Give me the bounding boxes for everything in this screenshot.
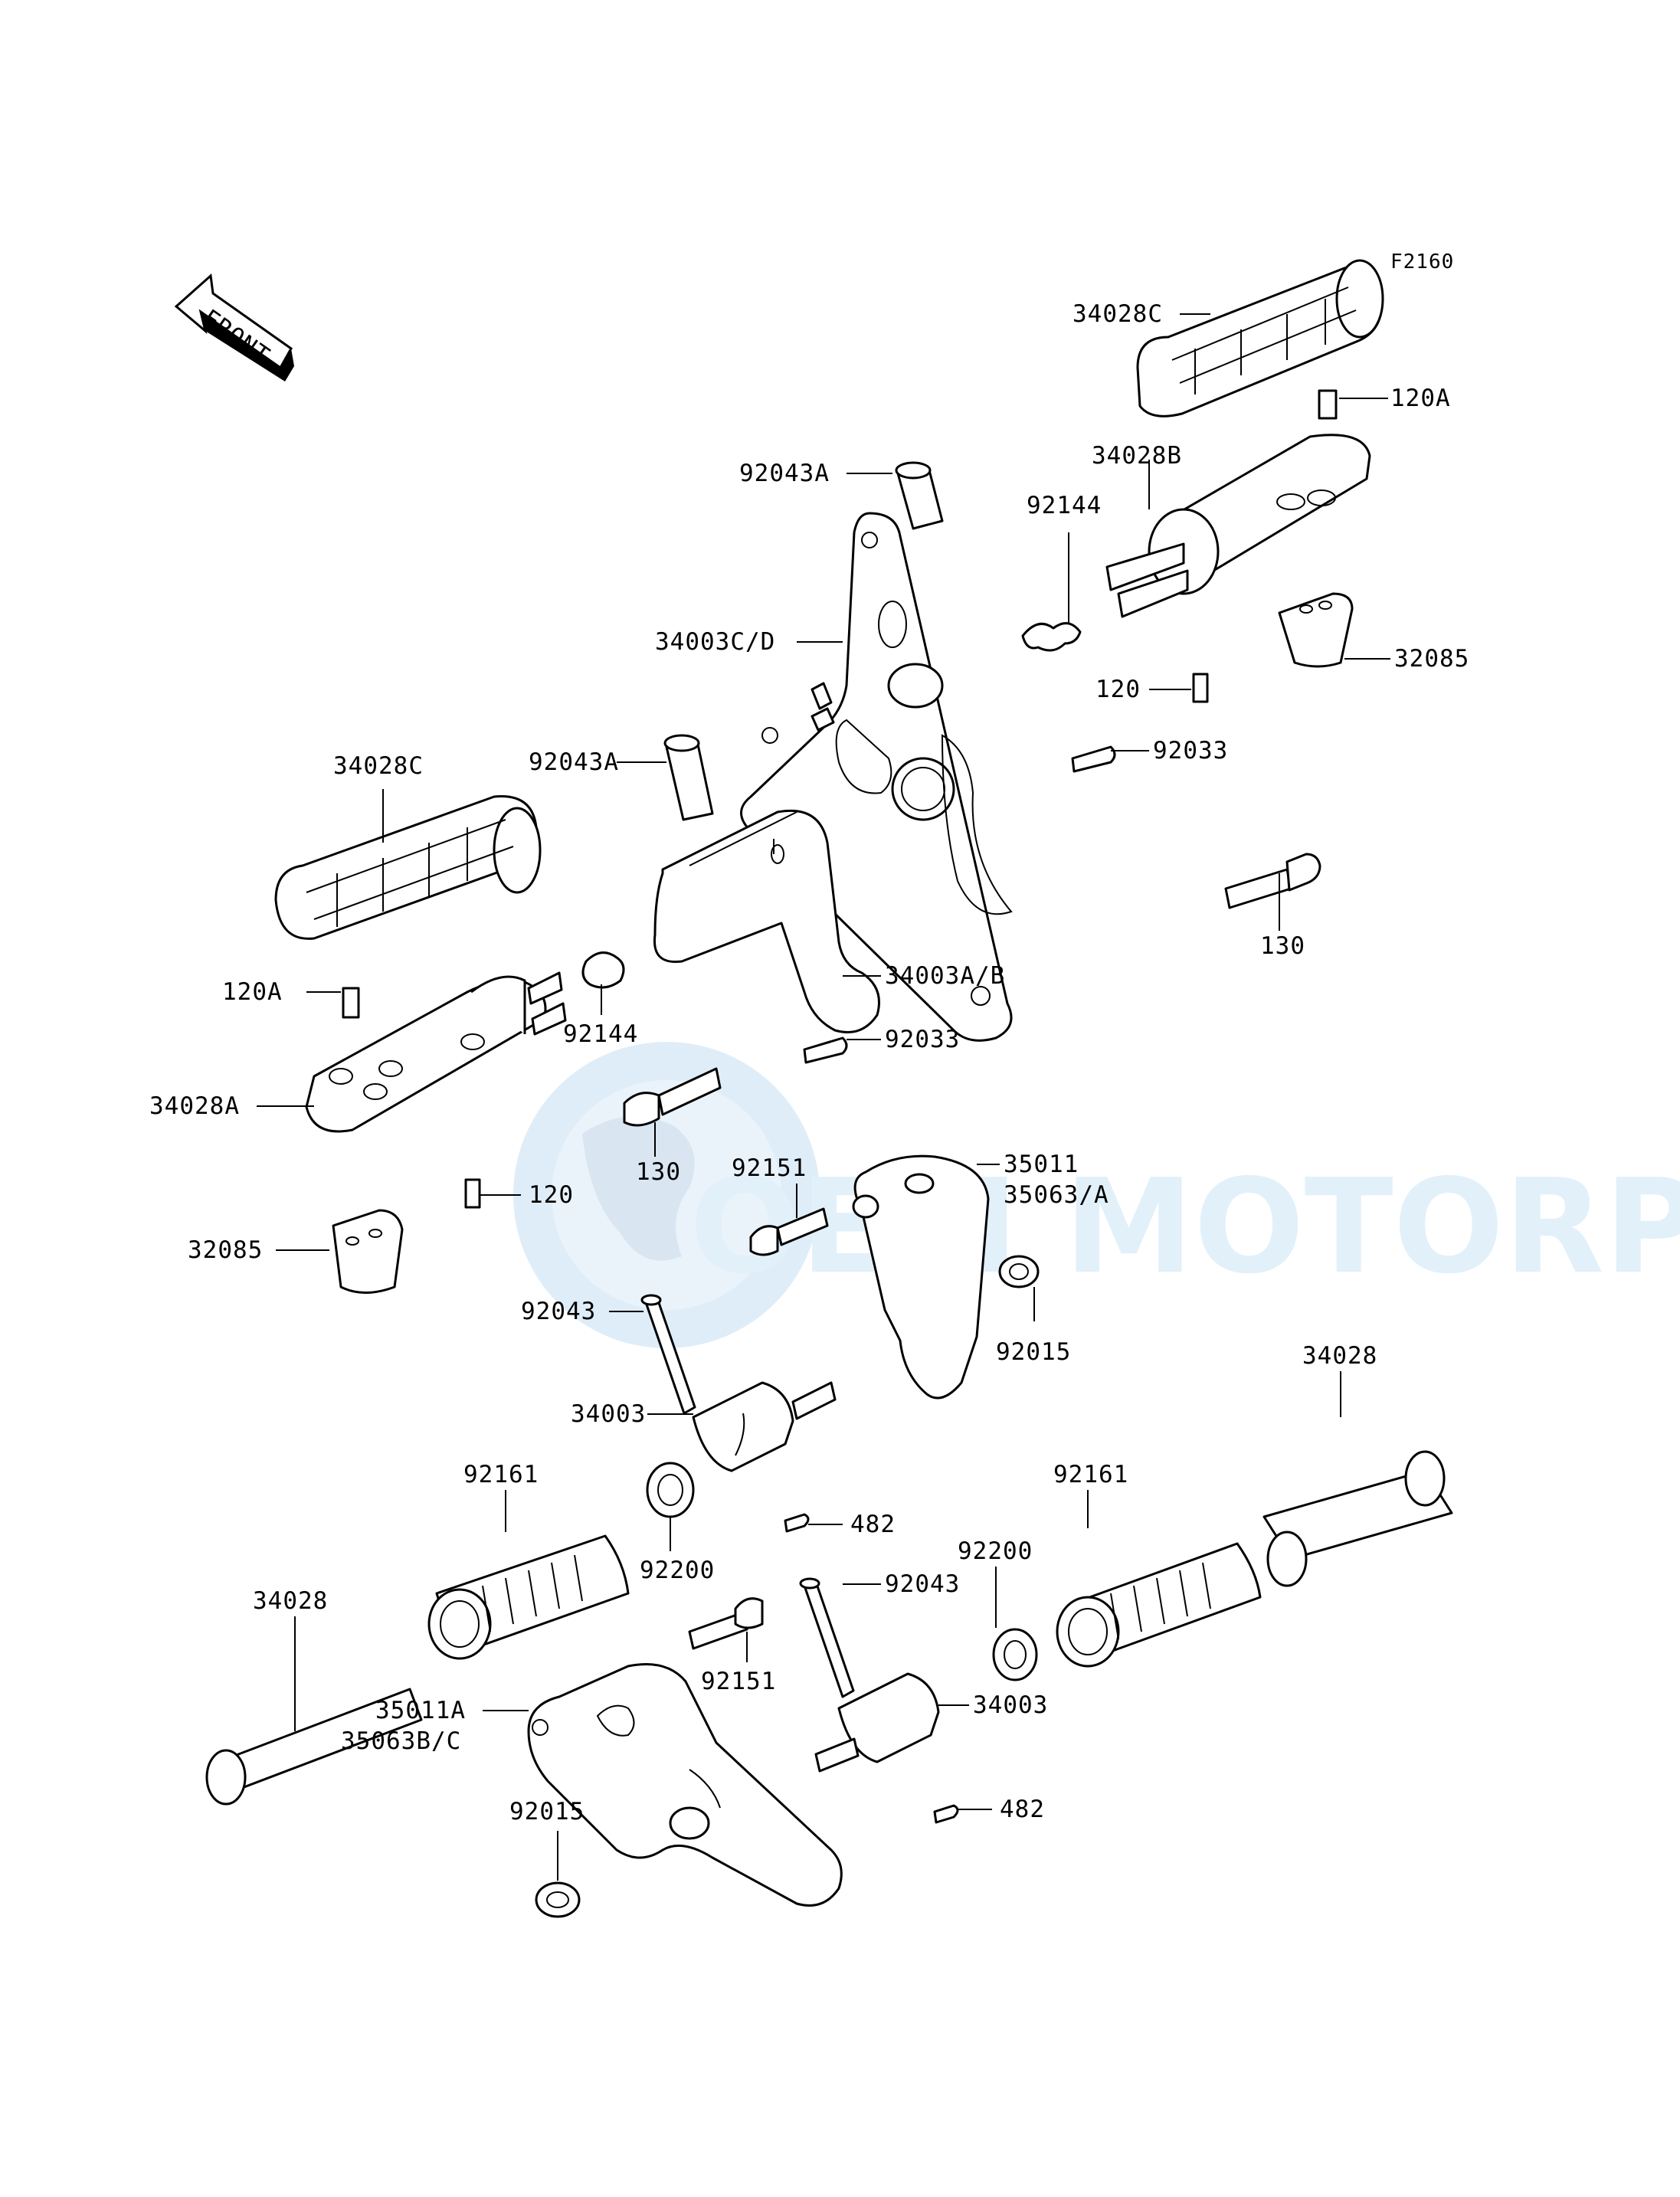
washer-92200-left	[646, 1462, 695, 1518]
label-34028C-right: 34028C	[1073, 300, 1163, 328]
peg-tube-34028-left	[205, 1688, 423, 1806]
label-92200-right: 92200	[958, 1537, 1033, 1565]
label-120A-right: 120A	[1390, 385, 1451, 412]
bolt-92151-top	[749, 1207, 829, 1256]
label-120-right: 120	[1095, 676, 1141, 703]
footpeg-rubber-34028C-left	[274, 795, 542, 940]
label-92144-top: 92144	[1027, 492, 1102, 519]
bracket-34003AB	[653, 809, 880, 1033]
label-92161-right: 92161	[1053, 1461, 1128, 1488]
label-92144-left: 92144	[563, 1020, 638, 1048]
label-482-low: 482	[1000, 1796, 1045, 1823]
bolt-92151-low	[688, 1597, 764, 1650]
e-clip-482-low	[933, 1804, 959, 1824]
leader-lines	[257, 313, 1390, 1881]
label-32085-left: 32085	[188, 1236, 263, 1264]
pin-92043A-top	[895, 461, 944, 530]
label-35011A: 35011A	[375, 1697, 466, 1724]
pin-clip-92033-top	[1071, 745, 1116, 773]
label-92043A-top: 92043A	[739, 460, 830, 487]
pin-92043A-mid	[663, 734, 714, 821]
label-92043-low: 92043	[885, 1570, 960, 1598]
label-92151-top: 92151	[732, 1154, 807, 1182]
label-34028-right: 34028	[1302, 1342, 1377, 1370]
label-34028-left: 34028	[253, 1587, 328, 1615]
e-clip-482-mid	[784, 1513, 810, 1533]
rubber-pad-32085-left	[332, 1209, 404, 1294]
label-92161-left: 92161	[463, 1461, 539, 1488]
label-92043A-mid: 92043A	[529, 748, 619, 776]
label-92043-mid: 92043	[521, 1298, 596, 1325]
bracket-35011A	[527, 1663, 843, 1907]
spring-92144-right	[1021, 622, 1082, 652]
label-92200-left: 92200	[640, 1557, 715, 1584]
washer-92200-right	[992, 1628, 1038, 1681]
label-120A-left: 120A	[222, 978, 283, 1006]
label-482-mid: 482	[850, 1511, 896, 1538]
rubber-pad-32085-right	[1278, 592, 1354, 668]
footpeg-bracket-34028A	[305, 971, 567, 1133]
bolt-130-center	[623, 1067, 722, 1127]
front-arrow-icon: FRONT	[174, 273, 294, 381]
diagram-code: F2160	[1390, 250, 1454, 273]
label-34028C-left: 34028C	[333, 752, 424, 780]
nut-92015-right	[998, 1255, 1040, 1288]
label-34003-mid: 34003	[571, 1400, 646, 1428]
bolt-120A-left	[342, 987, 360, 1019]
bracket-35011	[852, 1154, 990, 1400]
pin-92043-low	[799, 1577, 855, 1698]
bolt-120A-right	[1318, 389, 1375, 420]
label-92033-top: 92033	[1153, 737, 1228, 765]
bolt-120-left	[464, 1178, 481, 1209]
label-130-right: 130	[1260, 932, 1305, 960]
bolt-120-right	[1192, 673, 1209, 703]
label-32085-right: 32085	[1394, 645, 1469, 673]
label-92015-right: 92015	[996, 1338, 1071, 1366]
label-35063A: 35063/A	[1004, 1181, 1109, 1209]
peg-tube-34028-right	[1262, 1450, 1453, 1587]
spring-92144-left	[581, 951, 625, 989]
pin-92043-mid	[640, 1294, 696, 1415]
label-34003CD: 34003C/D	[655, 628, 775, 656]
label-92033-left: 92033	[885, 1026, 960, 1053]
part-labels: 34028C 120A 34028B 92043A 92144 34003C/D…	[149, 300, 1469, 1825]
pin-clip-92033-left	[803, 1036, 848, 1064]
grip-92161-left	[427, 1534, 630, 1660]
footpeg-bracket-34028B	[1105, 434, 1371, 618]
clevis-34003-low	[814, 1672, 940, 1773]
label-130-center: 130	[636, 1158, 681, 1186]
label-92015-low: 92015	[509, 1798, 585, 1825]
watermark: OEM MOTORPARTS	[513, 1042, 1680, 1348]
label-35011: 35011	[1004, 1151, 1079, 1178]
clevis-34003-mid	[692, 1381, 837, 1472]
label-34003-low: 34003	[973, 1691, 1048, 1719]
nut-92015-low	[535, 1881, 581, 1918]
label-34028B: 34028B	[1092, 442, 1182, 470]
footpeg-rubber-34028C-right	[1136, 259, 1384, 417]
grip-92161-right	[1056, 1542, 1262, 1668]
label-35063BC: 35063B/C	[341, 1727, 461, 1755]
label-92151-low: 92151	[701, 1668, 776, 1695]
label-34028A: 34028A	[149, 1092, 240, 1120]
label-120-left: 120	[529, 1181, 574, 1209]
watermark-text: OEM MOTORPARTS	[689, 1151, 1680, 1303]
label-34003AB: 34003A/B	[885, 962, 1005, 990]
bolt-130-right	[1224, 853, 1321, 909]
